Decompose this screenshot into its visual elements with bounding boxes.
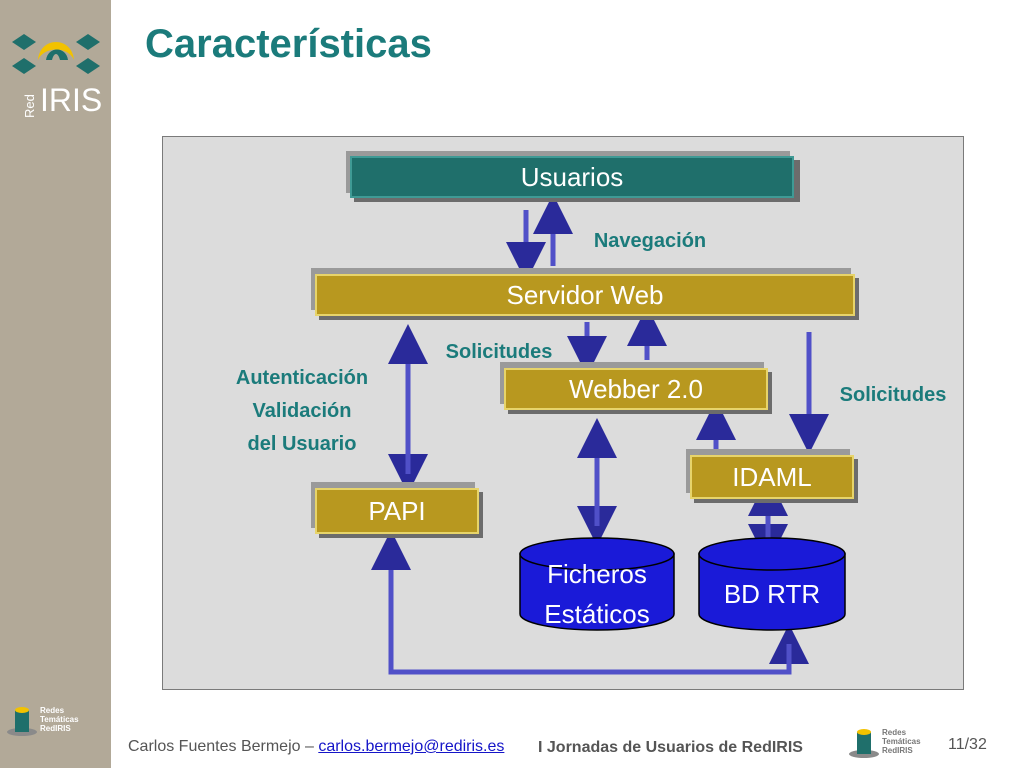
ficheros-line-2: Estáticos [544,599,650,629]
footer-logo-text: Redes Temáticas RedIRIS [882,728,942,755]
ficheros-cylinder [519,537,675,631]
page-number: 11/32 [948,736,987,753]
footer-email-link[interactable]: carlos.bermejo@rediris.es [318,738,505,755]
ficheros-node-label: Ficheros Estáticos [520,554,674,634]
idaml-node: IDAML [690,455,854,499]
footer-logo2-line-1: Redes [882,728,907,737]
navegacion-label: Navegación [593,230,707,252]
solicitudes-left-label: Solicitudes [445,341,553,363]
globe-icon [7,707,37,736]
papi-node: PAPI [315,488,479,534]
ficheros-line-1: Ficheros [547,559,647,589]
globe-icon [849,729,879,758]
footer-logo-line-1: Redes [40,706,65,715]
footer-logo2-line-2: Temáticas [882,737,921,746]
footer-logo2-line-3: RedIRIS [882,746,913,755]
auth-line-3: del Usuario [247,433,357,455]
footer-redes-tematicas-logo: Redes Temáticas RedIRIS [848,726,944,762]
sidebar: Red IRIS Redes Temáticas RedIRIS [0,0,111,768]
logo-iris-text: IRIS [40,82,103,118]
slide-title: Características [145,22,432,66]
webber-node: Webber 2.0 [504,368,768,410]
auth-line-1: Autenticación [235,367,369,389]
auth-line-2: Validación [252,400,352,422]
footer-logo-line-3: RedIRIS [40,724,71,733]
solicitudes-right-label: Solicitudes [839,384,947,406]
redes-tematicas-logo: Redes Temáticas RedIRIS [6,704,106,740]
footer-author-text: Carlos Fuentes Bermejo – [128,738,314,755]
bdrtr-cylinder [698,537,846,631]
servidor-web-node: Servidor Web [315,274,855,316]
redes-tematicas-text: Redes Temáticas RedIRIS [40,706,100,733]
usuarios-node: Usuarios [350,156,794,198]
rediris-logo-icon [12,34,100,74]
footer-event: I Jornadas de Usuarios de RedIRIS [538,739,803,756]
footer-logo-line-2: Temáticas [40,715,79,724]
footer-author: Carlos Fuentes Bermejo – carlos.bermejo@… [128,738,504,756]
auth-label: Autenticación Validación del Usuario [214,362,390,461]
bdrtr-node-label: BD RTR [723,579,821,609]
